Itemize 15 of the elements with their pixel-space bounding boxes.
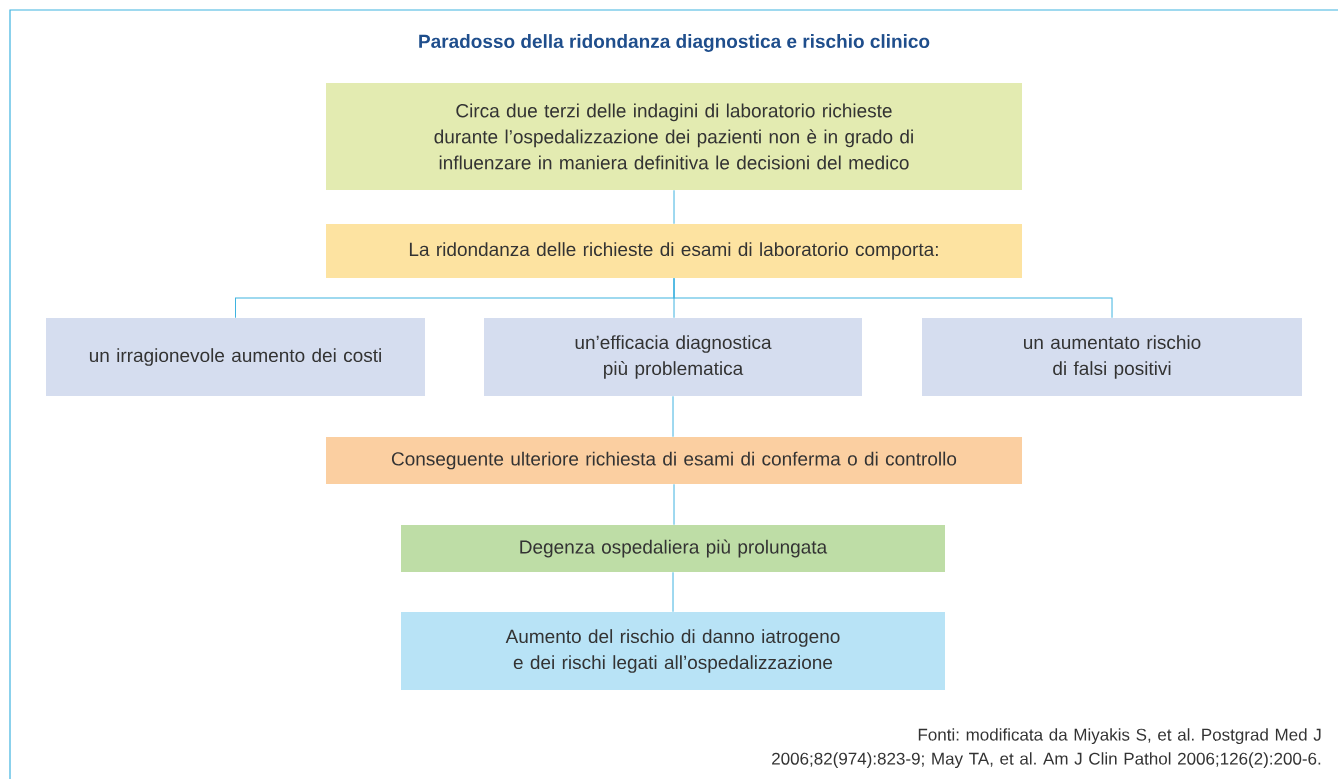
- text-box: Conseguente ulteriore richiesta di esami di conferma o di controllo: [326, 437, 1022, 484]
- text-box: un irragionevole aumento dei costi: [46, 318, 425, 396]
- text-box: un’efficacia diagnostica più problematica: [484, 318, 862, 396]
- connector-line: [673, 189, 675, 225]
- connector-line: [673, 483, 675, 526]
- text-box: Degenza ospedaliera più prolungata: [401, 525, 945, 572]
- text-box: Circa due terzi delle indagini di laboratorio richieste durante l’ospedalizzazione dei pazienti non è in grado di influenzare in maniera definitiva le decisioni del medico: [326, 83, 1022, 190]
- connector-line: [672, 395, 674, 438]
- title: Paradosso della ridondanza diagnostica e rischio clinico: [419, 34, 930, 52]
- text-box: un aumentato rischio di falsi positivi: [922, 318, 1302, 396]
- source-note: Fonti: modificata da Miyakis S, et al. Postgrad Med J 2006;82(974):823-9; May TA, et al. Am J Clin Pathol 2006;126(2):200-6.: [772, 728, 1321, 769]
- connector-line: [673, 277, 1113, 319]
- text-box: La ridondanza delle richieste di esami di laboratorio comporta:: [326, 224, 1022, 278]
- text-box: Aumento del rischio di danno iatrogeno e dei rischi legati all’ospedalizzazione: [401, 612, 945, 690]
- connector-line: [672, 571, 674, 613]
